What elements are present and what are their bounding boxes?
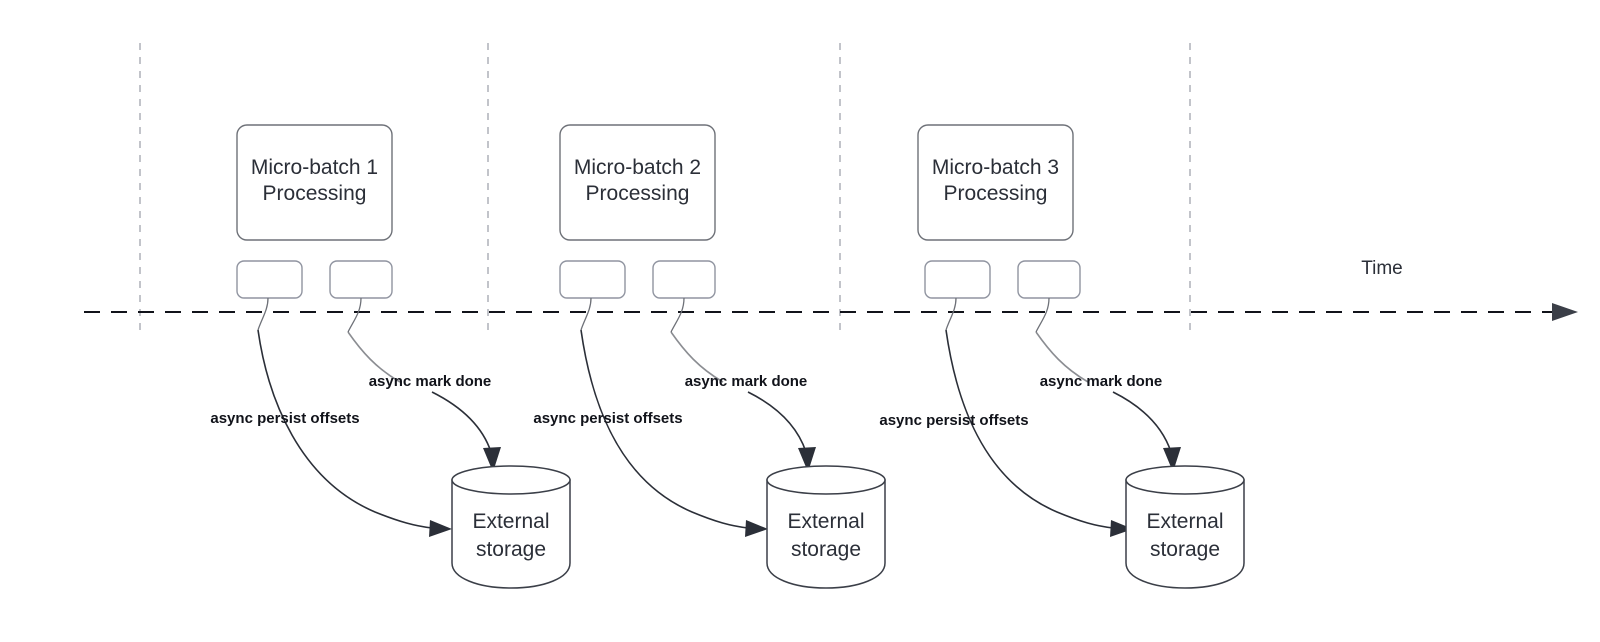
external-storage-cylinder-3-body[interactable] <box>1125 479 1245 589</box>
async-persist-offsets-arrowhead-2 <box>745 520 768 537</box>
task-box-3b-connector <box>1035 297 1050 333</box>
micro-batch-2-task-box-b[interactable] <box>652 260 716 299</box>
micro-batch-1-task-box-a[interactable] <box>236 260 303 299</box>
external-storage-1-label-line2: storage <box>476 538 546 561</box>
async-persist-offsets-arrow-3 <box>945 329 1114 529</box>
async-mark-done-arrowhead-1 <box>483 447 501 472</box>
external-storage-cylinder-1-body[interactable] <box>451 479 571 589</box>
async-mark-done-arrowhead-2 <box>798 447 816 472</box>
async-persist-offsets-label-3: async persist offsets <box>879 412 1028 429</box>
external-storage-3-label-line2: storage <box>1150 538 1220 561</box>
async-mark-done-arrow-2 <box>747 391 807 453</box>
async-mark-done-upper-2 <box>670 331 724 383</box>
micro-batch-1-box[interactable] <box>236 124 393 241</box>
micro-batch-1-label-line2: Processing <box>263 182 367 205</box>
micro-batch-3-label-line1: Micro-batch 3 <box>932 156 1059 179</box>
async-mark-done-upper-1 <box>347 331 401 383</box>
micro-batch-3-label-line2: Processing <box>944 182 1048 205</box>
task-box-3a-connector <box>945 297 957 331</box>
micro-batch-3-box[interactable] <box>917 124 1074 241</box>
task-box-1b-connector <box>347 297 362 333</box>
external-storage-cylinder-2-top <box>766 465 886 495</box>
external-storage-cylinder-2-body[interactable] <box>766 479 886 589</box>
micro-batch-2-label-line2: Processing <box>586 182 690 205</box>
external-storage-cylinder-1-top <box>451 465 571 495</box>
micro-batch-2-label-line1: Micro-batch 2 <box>574 156 701 179</box>
micro-batch-3-task-box-b[interactable] <box>1017 260 1081 299</box>
batch-group-3: Micro-batch 3 Processing async persist o… <box>879 124 1245 589</box>
external-storage-3-label-line1: External <box>1146 510 1223 533</box>
async-persist-offsets-arrow-2 <box>580 329 749 529</box>
external-storage-2-label-line2: storage <box>791 538 861 561</box>
async-mark-done-upper-3 <box>1035 331 1089 383</box>
time-axis-label: Time <box>1361 258 1403 279</box>
async-mark-done-arrow-1 <box>431 391 492 453</box>
time-axis-arrow-icon <box>1552 303 1578 321</box>
micro-batch-2-box[interactable] <box>559 124 716 241</box>
external-storage-cylinder-3-top <box>1125 465 1245 495</box>
async-persist-offsets-label-1: async persist offsets <box>210 410 359 427</box>
task-box-2a-connector <box>580 297 592 331</box>
task-box-1a-connector <box>257 297 269 331</box>
micro-batch-1-task-box-b[interactable] <box>329 260 393 299</box>
async-mark-done-arrow-3 <box>1112 391 1172 453</box>
async-persist-offsets-label-2: async persist offsets <box>533 410 682 427</box>
async-mark-done-arrowhead-3 <box>1163 447 1181 472</box>
micro-batch-3-task-box-a[interactable] <box>924 260 991 299</box>
async-persist-offsets-arrow-1 <box>257 329 433 529</box>
batch-group-2: Micro-batch 2 Processing async persist o… <box>533 124 886 589</box>
async-mark-done-label-3: async mark done <box>1040 373 1163 390</box>
micro-batch-1-label-line1: Micro-batch 1 <box>251 156 378 179</box>
async-mark-done-label-1: async mark done <box>369 373 492 390</box>
external-storage-1-label-line1: External <box>472 510 549 533</box>
batch-group-1: Micro-batch 1 Processing async persist o… <box>210 124 571 589</box>
micro-batch-2-task-box-a[interactable] <box>559 260 626 299</box>
async-persist-offsets-arrowhead-1 <box>429 520 452 537</box>
async-mark-done-label-2: async mark done <box>685 373 808 390</box>
async-persist-offsets-arrowhead-3 <box>1110 520 1133 537</box>
task-box-2b-connector <box>670 297 685 333</box>
external-storage-2-label-line1: External <box>787 510 864 533</box>
